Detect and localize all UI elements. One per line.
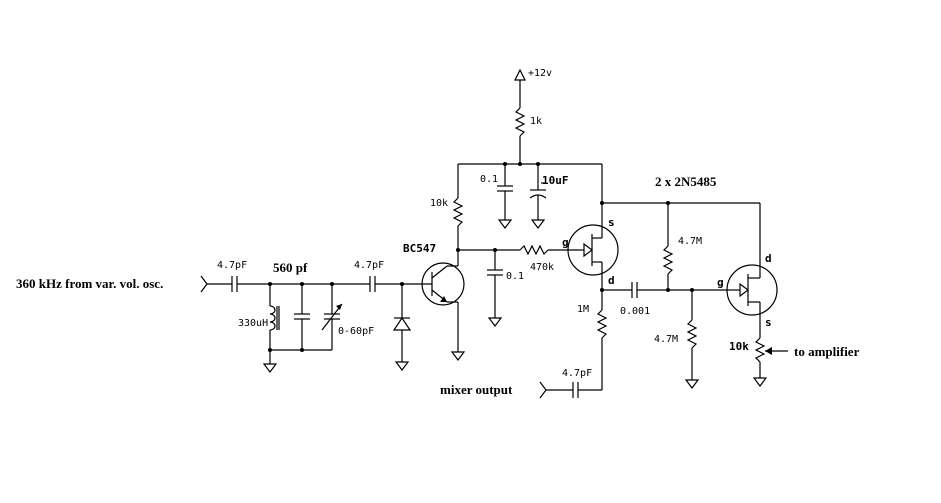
resistor-1m (578, 290, 608, 391)
input-label: 360 kHz from var. vol. osc. (16, 276, 163, 291)
r-1m-label: 1M (577, 304, 589, 315)
ground-icon (684, 379, 700, 389)
resistor-4p7m-lower (684, 290, 700, 389)
jfet1-source-label: s (608, 216, 615, 229)
r-10k-label: 10k (430, 198, 448, 209)
jfet2-source-label: s (765, 316, 772, 329)
amp-label: to amplifier (794, 344, 860, 359)
r-10k-pot-label: 10k (729, 340, 749, 353)
capacitor-560pf (294, 284, 310, 350)
ground-icon (497, 219, 513, 229)
ground-icon (450, 351, 466, 361)
c-mid-label: 4.7pF (354, 260, 384, 271)
supply-label: +12v (528, 68, 552, 79)
resistor-470k (519, 244, 580, 256)
ground-icon (394, 361, 410, 371)
jfet2-drain-label: d (765, 252, 772, 265)
mixer-output-capacitor (539, 381, 579, 399)
capacitor-0p1-collector (487, 250, 503, 327)
c-out-label: 4.7pF (562, 368, 592, 379)
c-in-label: 4.7pF (217, 260, 247, 271)
c-01-base-label: 0.1 (506, 271, 524, 282)
c-01-top-label: 0.1 (480, 174, 498, 185)
variable-capacitor-0-60pf (321, 284, 343, 350)
resistor-1k (514, 107, 526, 137)
inductor-330uh (269, 284, 280, 350)
capacitor-0p1-supply (497, 164, 513, 229)
ground-icon (752, 377, 768, 387)
r-47m-bot-label: 4.7M (654, 334, 678, 345)
potentiometer-10k (752, 337, 788, 387)
jfet1-drain-label: d (608, 274, 615, 287)
r-470k-label: 470k (530, 262, 554, 273)
capacitor-0p001 (602, 282, 725, 298)
c-0001-label: 0.001 (620, 306, 650, 317)
jfet2-gate-label: g (717, 276, 724, 289)
mixer-label: mixer output (440, 382, 513, 397)
jfet-2 (725, 203, 778, 338)
diode (392, 284, 412, 371)
c-560-label: 560 pf (273, 260, 308, 275)
fets-label: 2 x 2N5485 (655, 174, 717, 189)
r-1k-label: 1k (530, 116, 542, 127)
jfet-1 (567, 164, 619, 290)
capacitor-10uf (529, 164, 547, 229)
r-47m-top-label: 4.7M (678, 236, 702, 247)
resistor-4p7m-upper (662, 203, 674, 290)
c-var-label: 0-60pF (338, 326, 374, 337)
transistor-label: BC547 (403, 242, 436, 255)
ground-icon (262, 363, 278, 373)
ground-icon (530, 219, 546, 229)
supply-12v (514, 68, 526, 164)
resistor-10k (452, 164, 464, 250)
c-10uf-label: 10uF (542, 174, 569, 187)
input-port-symbol (200, 275, 232, 293)
l-330-label: 330uH (238, 318, 268, 329)
ground-icon (487, 317, 503, 327)
transistor-bc547 (421, 250, 466, 361)
jfet1-gate-label: g (562, 236, 569, 249)
